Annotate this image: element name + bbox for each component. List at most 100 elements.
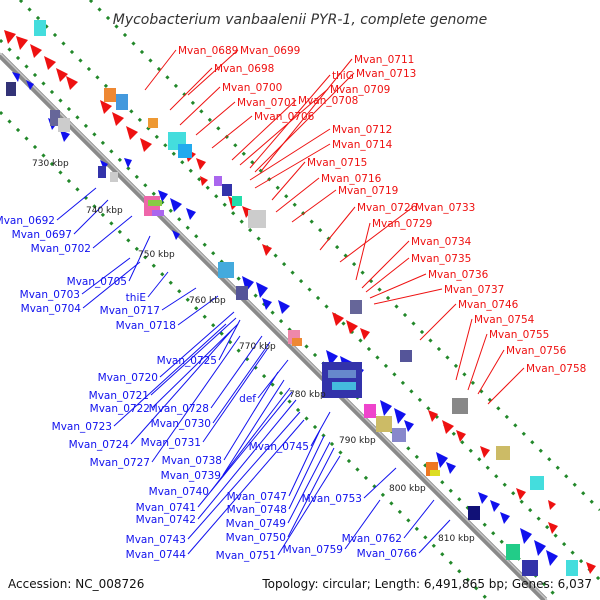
label-leader-line [169,67,213,111]
feature-box [522,560,538,576]
gene-label: Mvan_0714 [332,139,393,151]
feature-box [58,118,70,132]
gene-label: Mvan_0717 [100,305,160,317]
gene-label: Mvan_0746 [458,299,519,311]
gene-label: Mvan_0708 [298,95,358,107]
gene-arrow [546,550,558,566]
label-leader-line [363,467,397,499]
gene-arrow [172,230,180,240]
label-leader-line [288,429,321,497]
accession-label: Accession: NC_008726 [8,577,144,591]
feature-box [98,166,106,178]
gene-arrow [262,244,272,256]
feature-box-stripe [430,470,440,476]
gene-arrow [56,68,68,82]
feature-box [566,560,578,576]
gene-label: Mvan_0728 [149,403,209,415]
label-leader-line [271,161,306,201]
gene-arrow [100,160,108,170]
gene-arrow [520,528,532,544]
gene-label: Mvan_0704 [21,303,82,315]
gene-arrow [262,298,272,310]
gene-label: Mvan_0753 [302,493,362,505]
gene-label: Mvan_0719 [338,185,398,197]
label-leader-line [249,128,331,181]
gene-arrow [360,328,370,340]
gene-label: Mvan_0751 [216,550,276,562]
gene-arrow [442,420,454,434]
label-leader-line [179,86,221,126]
gene-arrow [478,492,488,504]
gene-label: Mvan_0716 [321,173,382,185]
label-leader-line [177,295,219,326]
gene-label: Mvan_0698 [214,63,274,75]
gene-arrow [242,206,252,218]
gene-arrow [126,126,138,140]
feature-box [530,476,544,490]
gene-label: Mvan_0754 [474,314,535,326]
gene-label: Mvan_0723 [52,421,112,433]
feature-box [34,20,46,36]
label-leader-line [254,72,355,173]
gene-label: Mvan_0762 [342,533,402,545]
feature-box [110,172,118,182]
inner-feature-boxes [6,82,538,576]
label-leader-line [187,411,301,540]
gene-label: Mvan_0741 [136,502,196,514]
gene-label: Mvan_0706 [254,111,315,123]
gene-arrow [12,72,20,82]
gene-arrow [446,462,456,474]
reverse-label-leaders [56,187,451,556]
label-leader-line [92,215,133,249]
gene-arrow [100,100,112,114]
gene-arrow [124,158,132,168]
label-leader-line [477,349,505,395]
feature-box [104,88,116,102]
gene-label: Mvan_0744 [126,549,187,561]
gene-label: Mvan_0747 [227,491,287,503]
gene-label: Mvan_0725 [157,355,217,367]
gene-label: Mvan_0734 [411,236,472,248]
forward-label-leaders [144,49,525,405]
feature-box [400,350,412,362]
gene-arrow [332,312,344,326]
feature-box [506,544,520,560]
label-leader-line [455,318,473,381]
label-leader-line [128,235,151,282]
feature-box [214,176,222,186]
outer-feature-boxes [34,20,578,576]
gene-label: def [239,393,256,405]
label-leader-line [159,311,235,378]
gene-arrow [346,320,358,334]
label-leader-line [151,323,239,409]
kbp-mark: 790 kbp [339,436,376,446]
gene-label: Mvan_0689 [178,45,238,57]
feature-box [350,300,362,314]
label-leader-line [291,189,337,223]
label-leader-line [403,499,435,539]
gene-arrow [140,138,152,152]
map-title: Mycobacterium vanbaalenii PYR-1, complet… [113,12,488,28]
gene-arrow [4,30,16,44]
label-leader-line [161,287,197,311]
gene-arrow [26,80,34,90]
feature-box [292,338,302,346]
gene-arrow [436,452,448,468]
guide-ring-outer-near [18,0,600,582]
gene-label: Mvan_0699 [240,45,300,57]
label-leader-line [223,371,279,461]
label-leader-line [56,187,97,221]
gene-label: Mvan_0711 [354,54,414,66]
gene-label: Mvan_0702 [31,243,91,255]
kbp-mark: 760 kbp [189,296,226,306]
gene-label: Mvan_0713 [356,68,416,80]
gene-label: Mvan_0748 [227,504,287,516]
gene-label: Mvan_0724 [69,439,130,451]
kbp-mark: 730 kbp [32,159,69,169]
label-leader-line [239,88,329,166]
label-leader-line [81,257,131,295]
label-leader-line [288,435,325,510]
feature-box [364,404,376,418]
